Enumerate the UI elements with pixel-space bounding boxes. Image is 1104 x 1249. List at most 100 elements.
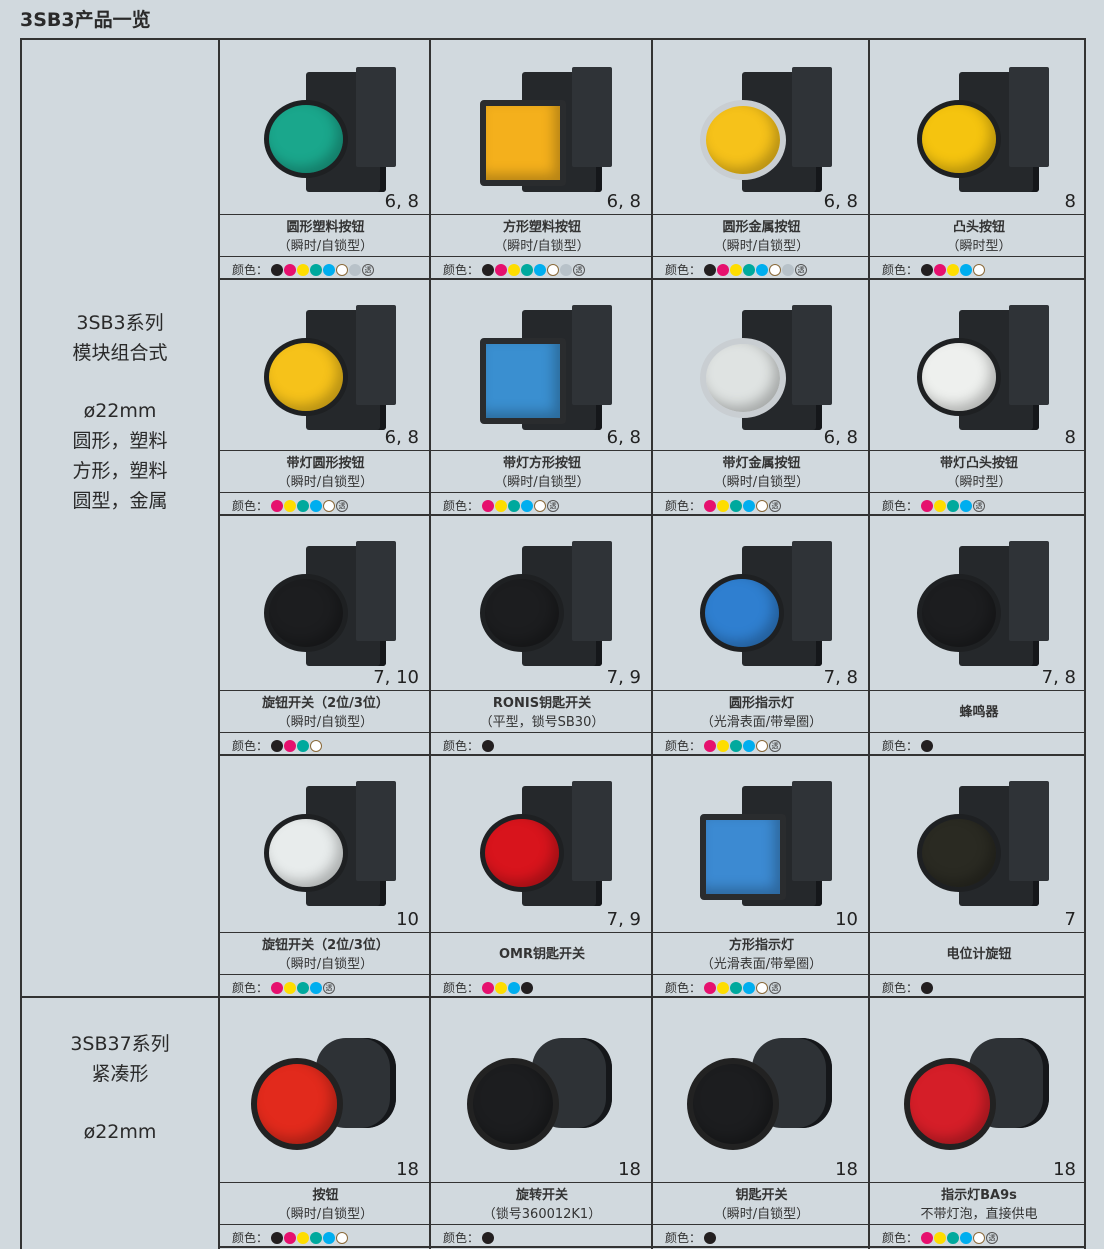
transparent-option-icon[interactable]: 透 xyxy=(573,263,586,276)
color-swatch-teal[interactable] xyxy=(297,739,310,752)
color-swatch-teal[interactable] xyxy=(947,1231,960,1244)
color-swatch-blue[interactable] xyxy=(310,981,323,994)
color-swatch-magenta[interactable] xyxy=(284,263,297,276)
color-swatch-white[interactable] xyxy=(323,499,336,512)
color-swatch-blue[interactable] xyxy=(960,263,973,276)
color-swatch-blue[interactable] xyxy=(534,263,547,276)
color-swatch-yellow[interactable] xyxy=(934,499,947,512)
color-swatch-black[interactable] xyxy=(921,981,934,994)
color-swatch-black[interactable] xyxy=(921,739,934,752)
color-swatch-yellow[interactable] xyxy=(284,981,297,994)
color-swatch-black[interactable] xyxy=(482,739,495,752)
color-swatch-white[interactable] xyxy=(547,263,560,276)
color-swatch-white[interactable] xyxy=(769,263,782,276)
color-swatch-black[interactable] xyxy=(521,981,534,994)
color-swatch-white[interactable] xyxy=(756,981,769,994)
color-swatch-blue[interactable] xyxy=(323,263,336,276)
transparent-option-icon[interactable]: 透 xyxy=(336,499,349,512)
transparent-option-icon[interactable]: 透 xyxy=(973,499,986,512)
color-swatch-magenta[interactable] xyxy=(271,981,284,994)
transparent-option-icon[interactable]: 透 xyxy=(769,739,782,752)
color-swatch-black[interactable] xyxy=(482,263,495,276)
transparent-option-icon[interactable]: 透 xyxy=(362,263,375,276)
color-swatch-magenta[interactable] xyxy=(284,739,297,752)
color-swatch-gray[interactable] xyxy=(560,263,573,276)
color-swatch-magenta[interactable] xyxy=(921,499,934,512)
color-swatch-blue[interactable] xyxy=(323,1231,336,1244)
color-swatch-black[interactable] xyxy=(704,263,717,276)
color-swatch-blue[interactable] xyxy=(743,499,756,512)
color-swatch-magenta[interactable] xyxy=(704,739,717,752)
color-swatch-magenta[interactable] xyxy=(284,1231,297,1244)
color-swatch-magenta[interactable] xyxy=(271,499,284,512)
transparent-option-icon[interactable]: 透 xyxy=(323,981,336,994)
color-swatch-teal[interactable] xyxy=(743,263,756,276)
color-swatch-magenta[interactable] xyxy=(934,263,947,276)
color-swatch-blue[interactable] xyxy=(960,1231,973,1244)
color-swatch-yellow[interactable] xyxy=(508,263,521,276)
color-swatch-magenta[interactable] xyxy=(704,499,717,512)
color-swatch-white[interactable] xyxy=(534,499,547,512)
color-swatch-teal[interactable] xyxy=(297,499,310,512)
color-swatch-yellow[interactable] xyxy=(495,499,508,512)
color-swatch-white[interactable] xyxy=(336,1231,349,1244)
color-swatch-teal[interactable] xyxy=(508,499,521,512)
color-swatch-white[interactable] xyxy=(973,1231,986,1244)
color-swatch-magenta[interactable] xyxy=(717,263,730,276)
color-swatch-blue[interactable] xyxy=(743,981,756,994)
color-swatch-teal[interactable] xyxy=(730,739,743,752)
color-swatch-magenta[interactable] xyxy=(921,1231,934,1244)
color-swatch-white[interactable] xyxy=(973,263,986,276)
color-swatch-magenta[interactable] xyxy=(482,499,495,512)
color-swatch-yellow[interactable] xyxy=(284,499,297,512)
color-swatch-yellow[interactable] xyxy=(297,1231,310,1244)
color-swatch-gray[interactable] xyxy=(782,263,795,276)
color-swatch-yellow[interactable] xyxy=(730,263,743,276)
color-swatch-teal[interactable] xyxy=(297,981,310,994)
color-swatch-blue[interactable] xyxy=(756,263,769,276)
transparent-option-icon[interactable]: 透 xyxy=(795,263,808,276)
color-swatch-black[interactable] xyxy=(271,739,284,752)
color-swatch-magenta[interactable] xyxy=(482,981,495,994)
color-swatch-yellow[interactable] xyxy=(934,1231,947,1244)
transparent-option-icon[interactable]: 透 xyxy=(769,981,782,994)
color-swatch-white[interactable] xyxy=(310,739,323,752)
color-swatch-blue[interactable] xyxy=(743,739,756,752)
transparent-option-icon[interactable]: 透 xyxy=(769,499,782,512)
color-swatch-teal[interactable] xyxy=(947,499,960,512)
color-swatch-teal[interactable] xyxy=(310,263,323,276)
color-swatch-black[interactable] xyxy=(921,263,934,276)
color-swatch-black[interactable] xyxy=(271,1231,284,1244)
color-swatch-black[interactable] xyxy=(271,263,284,276)
color-swatch-yellow[interactable] xyxy=(717,981,730,994)
color-swatch-white[interactable] xyxy=(756,499,769,512)
color-swatch-blue[interactable] xyxy=(310,499,323,512)
color-swatch-yellow[interactable] xyxy=(717,499,730,512)
color-swatch-teal[interactable] xyxy=(521,263,534,276)
color-swatch-yellow[interactable] xyxy=(297,263,310,276)
transparent-option-icon[interactable]: 透 xyxy=(547,499,560,512)
color-swatch-teal[interactable] xyxy=(310,1231,323,1244)
color-swatch-blue[interactable] xyxy=(521,499,534,512)
color-swatch-black[interactable] xyxy=(482,1231,495,1244)
transparent-option-icon[interactable]: 透 xyxy=(986,1231,999,1244)
color-swatch-white[interactable] xyxy=(756,739,769,752)
